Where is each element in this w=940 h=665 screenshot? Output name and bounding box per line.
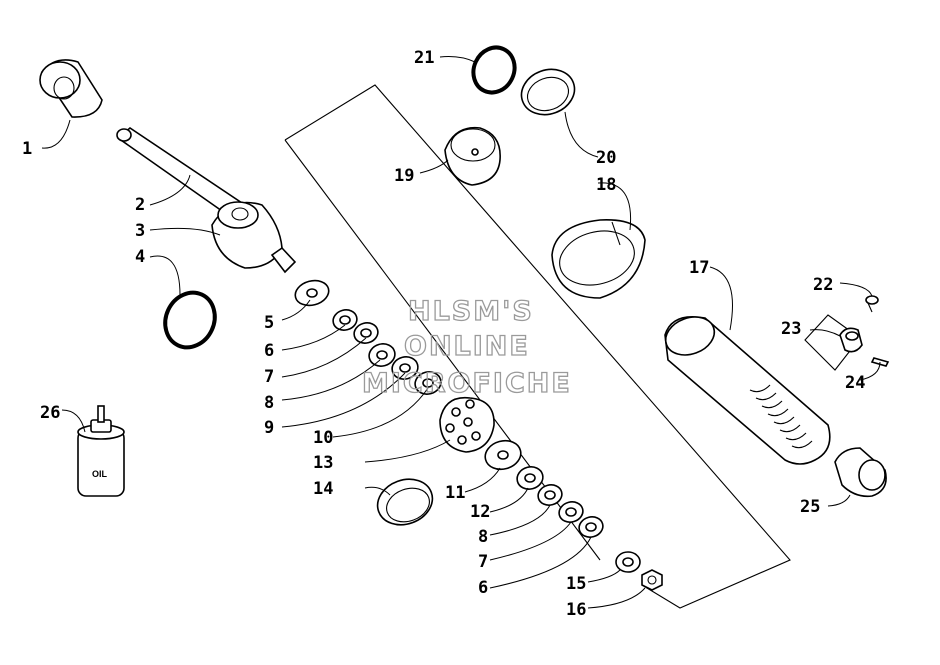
callout-9: 9 [264,418,274,438]
callout-5: 5 [264,313,274,333]
callout-26: 26 [40,403,60,423]
part-8-shim [368,343,396,367]
part-18-spring-retainer [551,219,646,299]
callout-22: 22 [813,275,833,295]
callout-3: 3 [135,221,145,241]
watermark-line-3: MICROFICHE [362,368,572,399]
part-3-shaft-head [211,201,297,274]
part-4-o-ring [163,290,217,350]
callout-7-lower: 7 [478,552,488,572]
part-6-lower-shim [578,516,604,538]
callout-1: 1 [22,139,32,159]
part-8-lower-shim [537,484,563,506]
part-26-oil-bottle: OIL [77,405,125,497]
assembly-outline [284,84,791,609]
callout-23: 23 [781,319,801,339]
callout-10: 10 [313,428,333,448]
callout-8: 8 [264,393,274,413]
part-7-lower-shim [558,501,584,523]
callout-2: 2 [135,195,145,215]
callout-16: 16 [566,600,586,620]
callout-15: 15 [566,574,586,594]
callout-6-lower: 6 [478,578,488,598]
callout-24: 24 [845,373,865,393]
watermark-line-2: ONLINE [404,331,530,362]
part-22-screw [865,295,879,313]
callout-labels: 1 2 3 4 5 6 7 8 9 10 13 14 11 12 8 7 6 1… [22,48,865,620]
callout-6: 6 [264,341,274,361]
callout-20: 20 [596,148,616,168]
callout-12: 12 [470,502,490,522]
part-14-piston-ring [376,478,434,526]
callout-19: 19 [394,166,414,186]
callout-25: 25 [800,497,820,517]
part-7-shim [353,322,379,344]
callout-21: 21 [414,48,434,68]
part-9-shim [391,356,419,380]
part-23-valve [804,314,863,371]
callout-13: 13 [313,453,333,473]
part-21-o-ring [471,45,517,95]
leader-lines [41,56,881,609]
watermark: HLSM'S ONLINE MICROFICHE [361,295,572,399]
part-11-washer [484,439,522,471]
part-6-shim [332,309,358,331]
part-5-washer [294,279,330,307]
callout-14: 14 [313,479,333,499]
callout-18: 18 [596,175,616,195]
watermark-line-1: HLSM'S [408,296,534,327]
part-13-piston [439,396,495,453]
part-25-eyelet [834,447,887,498]
callout-4: 4 [135,247,145,267]
callout-17: 17 [689,258,709,278]
part-16-nut [641,569,663,591]
part-19-reservoir-cap [444,126,501,186]
callout-11: 11 [445,483,465,503]
part-10-shim [414,371,442,395]
part-12-shim [516,466,544,490]
part-1-eyelet-bushing [39,59,103,118]
part-20-bearing-ring [520,68,576,116]
callout-8-lower: 8 [478,527,488,547]
oil-bottle-label: OIL [92,469,108,479]
callout-7: 7 [264,367,274,387]
part-15-washer [615,551,641,573]
part-17-shock-body [664,316,831,465]
